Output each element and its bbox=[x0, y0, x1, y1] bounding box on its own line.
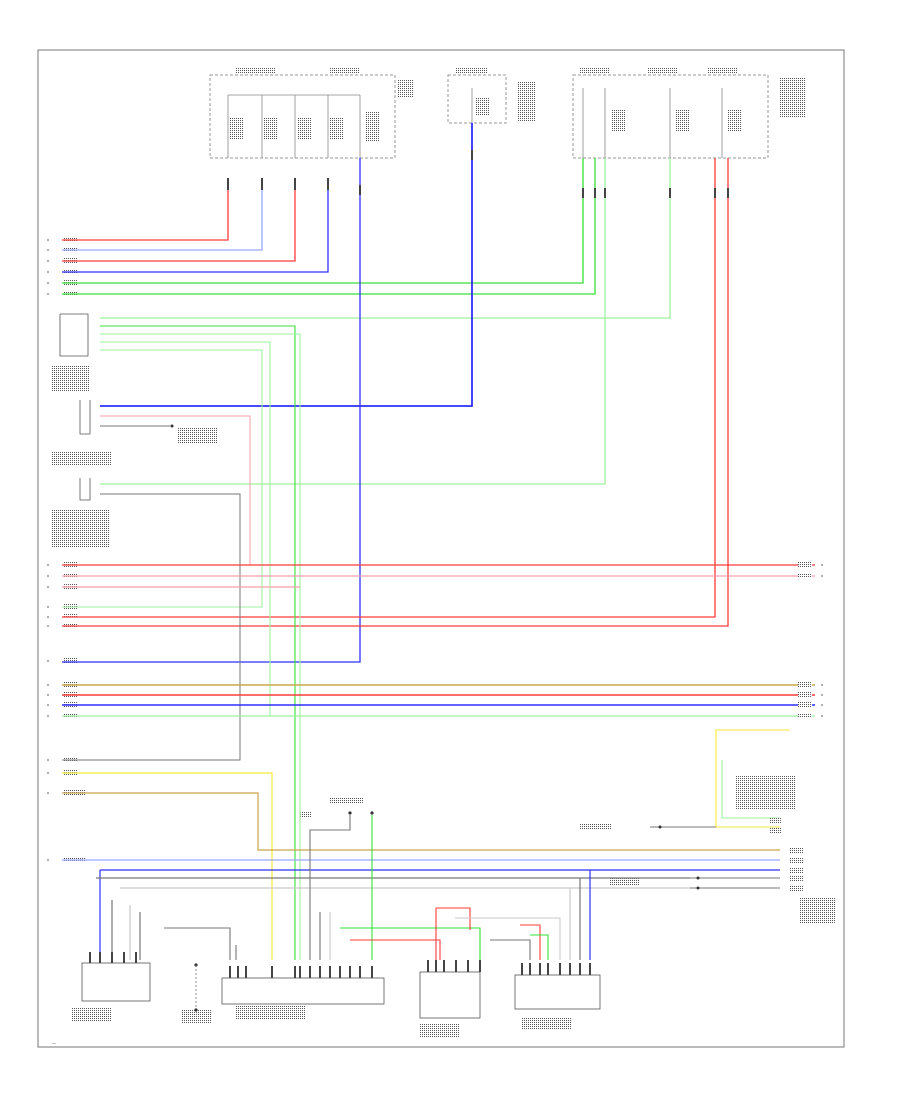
footer-code: — bbox=[52, 1041, 56, 1046]
top-fuse-box-1 bbox=[209, 74, 396, 159]
lower-lead-wires bbox=[62, 772, 780, 960]
ground-point-1 bbox=[170, 424, 174, 428]
rear-right-module bbox=[514, 963, 601, 1010]
top-connector-stubs bbox=[227, 150, 729, 198]
diagram-frame bbox=[37, 49, 845, 1048]
top-fuse-internal-lines bbox=[227, 88, 723, 158]
right-pin-marks bbox=[821, 564, 823, 717]
center-main-module bbox=[221, 966, 385, 1005]
left-connector-3 bbox=[79, 478, 91, 501]
left-wire-labels bbox=[64, 237, 86, 862]
center-module-wires bbox=[164, 815, 561, 960]
right-wire-labels bbox=[770, 562, 812, 891]
right-module-wires bbox=[650, 729, 790, 889]
right-dot-connectors bbox=[658, 825, 700, 890]
label-marks bbox=[52, 68, 836, 1038]
connector-1-wires bbox=[62, 325, 301, 960]
upper-wire-group bbox=[62, 123, 729, 663]
left-connector-2 bbox=[79, 400, 91, 435]
connector-3-wires bbox=[62, 493, 241, 761]
left-connector-1 bbox=[59, 313, 89, 357]
center-switch-dots bbox=[194, 811, 374, 1012]
left-pin-marks bbox=[47, 239, 49, 861]
horizontal-bus-lines bbox=[62, 564, 815, 717]
top-fuse-box-2 bbox=[447, 74, 507, 124]
rear-left-module bbox=[81, 952, 151, 1002]
center-right-module bbox=[419, 960, 481, 1019]
